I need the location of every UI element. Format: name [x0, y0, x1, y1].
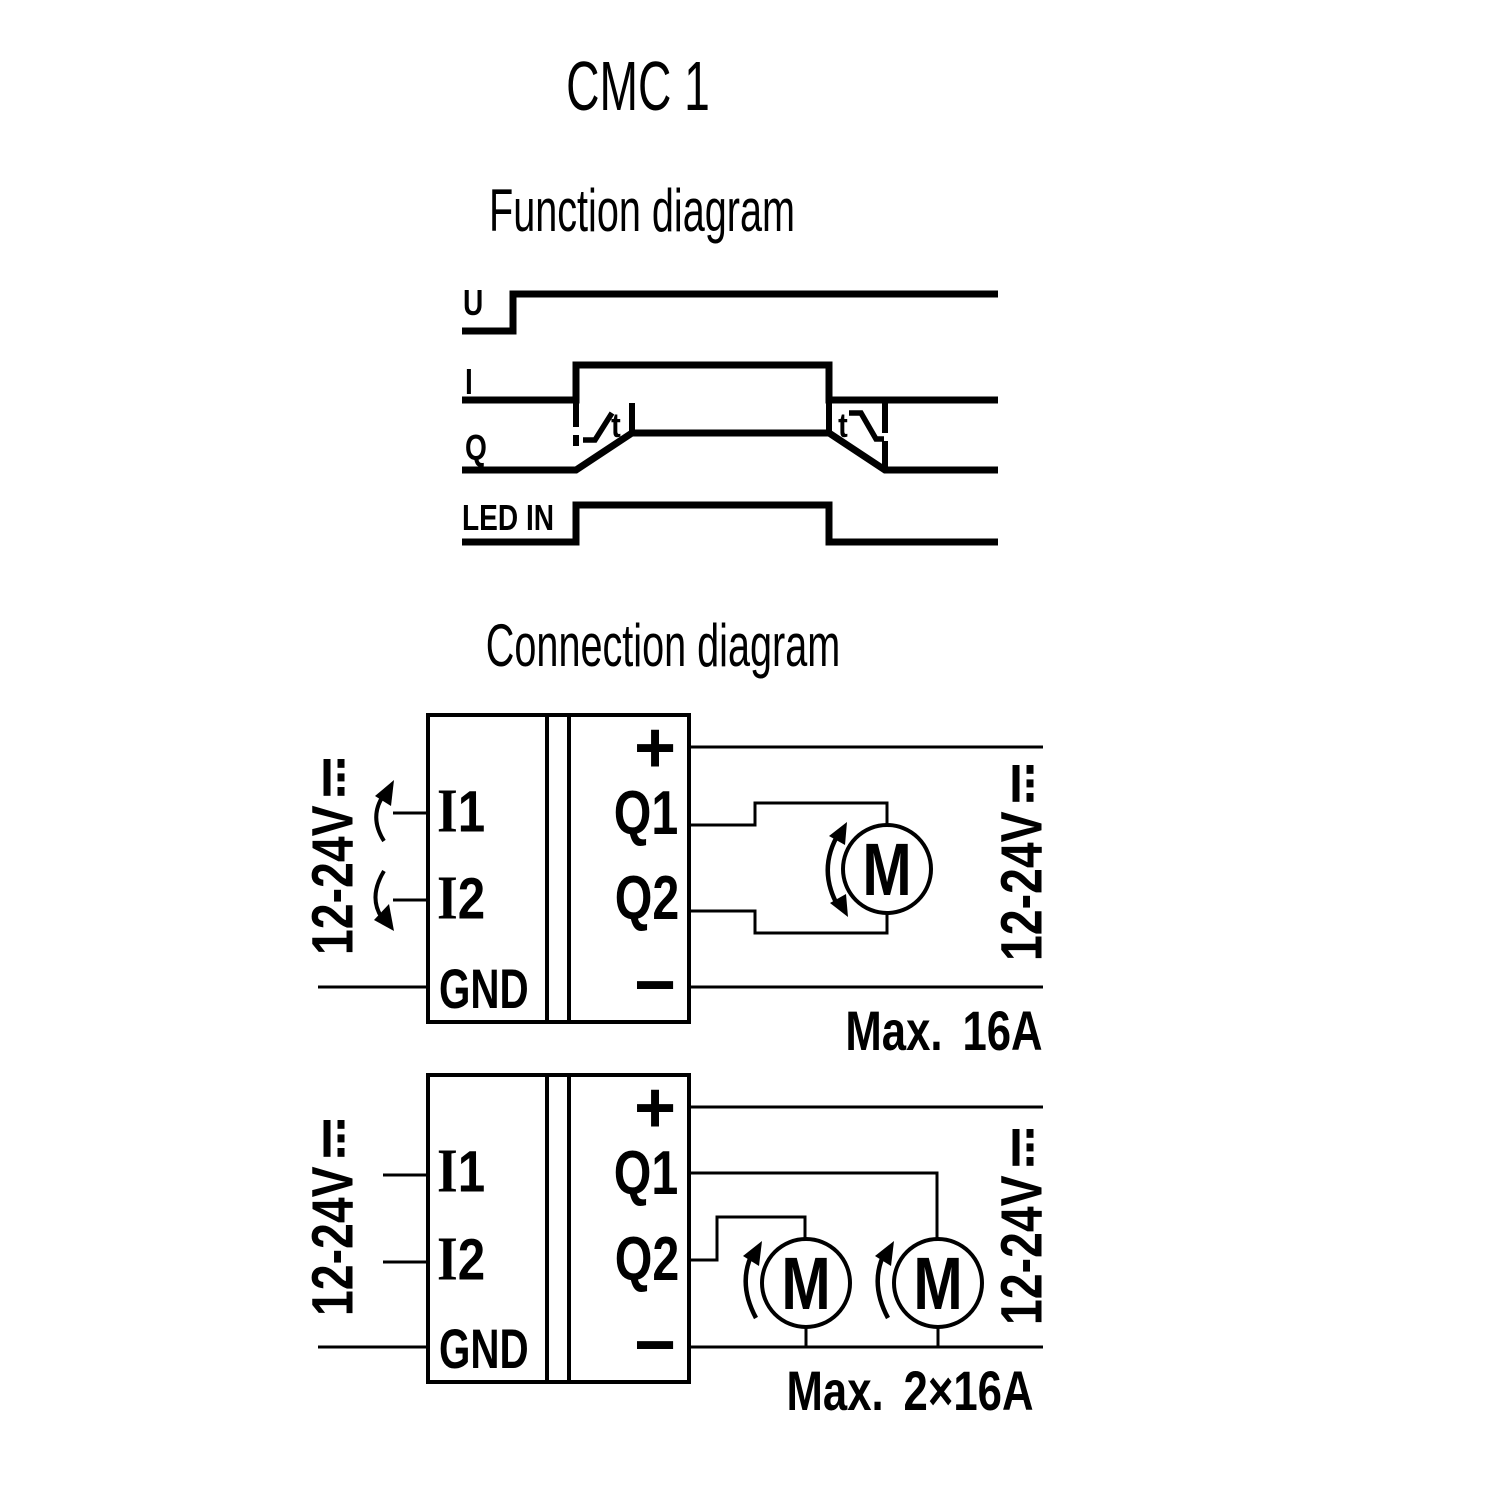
terminal-label-q1: Q1 [613, 779, 679, 848]
voltage-label-output-2: 12-24V [981, 1087, 1065, 1367]
ramp-time-label-rise: t [611, 407, 621, 445]
voltage-label-input-2: 12-24V [292, 1078, 376, 1358]
dc-voltage-icon [1012, 1128, 1034, 1166]
terminal-i-prefix: I [437, 862, 458, 933]
connection-diagram-heading: Connection diagram [485, 612, 841, 679]
motor2-circle [892, 1237, 984, 1329]
signal-label-i: I [465, 361, 473, 402]
terminal-label-i1: I1 [437, 775, 486, 846]
dc-voltage-icon [1012, 764, 1034, 802]
dc-voltage-icon [323, 758, 345, 796]
signal-label-led-in: LED IN [462, 497, 555, 538]
terminal-label-gnd: GND [439, 1317, 529, 1380]
terminal-label-plus: + [633, 708, 677, 788]
max-rating-label-1: Max. 16A [845, 999, 1043, 1062]
ramp-up-icon [583, 411, 615, 443]
device-box [426, 713, 691, 1024]
terminal-label-i2: I2 [437, 862, 486, 933]
motor2-rotation-arrow [875, 1241, 894, 1320]
voltage-label-output-1: 12-24V [981, 723, 1065, 1003]
motor-circle [841, 823, 933, 915]
ramp-down-icon [849, 410, 884, 442]
device-box [426, 1073, 691, 1384]
waveform-u [462, 290, 998, 335]
terminal-label-gnd: GND [439, 957, 529, 1020]
function-diagram-heading: Function diagram [489, 177, 795, 244]
waveform-i [462, 361, 998, 404]
input-toggle-arrow-i1 [374, 780, 394, 843]
wire-q2-to-motor1 [689, 1215, 807, 1262]
motor1-circle [760, 1237, 852, 1329]
terminal-i-prefix: I [437, 1135, 458, 1206]
waveform-q [462, 429, 998, 474]
motor1-label: M [781, 1242, 831, 1325]
motor2-label: M [913, 1242, 963, 1325]
connection-diagram-2 [318, 1073, 1043, 1384]
terminal-label-q1: Q1 [613, 1139, 679, 1208]
dc-voltage-icon [323, 1119, 345, 1157]
signal-label-q: Q [465, 427, 487, 468]
wire-q1-to-motor2 [689, 1171, 939, 1239]
motor1-rotation-arrow [743, 1241, 762, 1320]
function-diagram-waveforms [462, 290, 998, 546]
page-title: CMC 1 [566, 47, 710, 125]
terminal-label-q2: Q2 [614, 1225, 680, 1294]
terminal-label-minus: − [633, 1305, 677, 1385]
motor-label: M [862, 828, 912, 911]
max-rating-label-2: Max. 2×16A [786, 1359, 1034, 1422]
terminal-label-plus: + [633, 1068, 677, 1148]
q-transition-markers [573, 403, 888, 470]
signal-label-u: U [463, 282, 484, 323]
terminal-label-i1: I1 [437, 1135, 486, 1206]
voltage-label-input-1: 12-24V [292, 717, 376, 997]
terminal-i-prefix: I [437, 1223, 458, 1294]
terminal-i-prefix: I [437, 775, 458, 846]
motor-bidirectional-rotation-arrow [825, 822, 848, 917]
input-toggle-arrow-i2 [373, 869, 394, 931]
ramp-time-label-fall: t [838, 407, 848, 445]
terminal-label-i2: I2 [437, 1223, 486, 1294]
connection-diagram-1 [318, 713, 1043, 1024]
waveform-led-in [462, 501, 998, 546]
wire-q1-to-motor [689, 801, 889, 827]
terminal-label-q2: Q2 [614, 864, 680, 933]
wire-q2-to-motor [689, 909, 889, 935]
terminal-label-minus: − [633, 945, 677, 1025]
